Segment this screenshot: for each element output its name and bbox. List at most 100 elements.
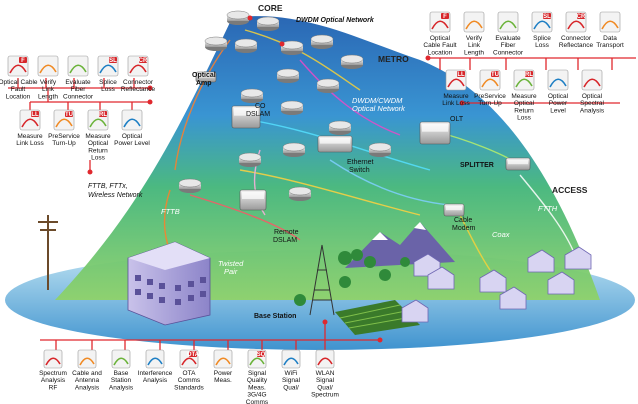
fiber-connector-icon [497, 11, 519, 33]
test-label: Signal [248, 370, 267, 377]
label-ftt-1: FTTB, FTTx, [88, 183, 128, 190]
connector-dot [147, 99, 153, 105]
label-dwdm-top: DWDM Optical Network [296, 17, 375, 24]
router-device [234, 38, 258, 53]
link-length-icon [463, 11, 485, 33]
test-label: Analysis [109, 384, 134, 391]
zone-metro: METRO [378, 54, 409, 64]
test-label: Length [464, 49, 484, 56]
test-label: Evaluate [495, 35, 521, 42]
label-ethernet-1: Ethernet [347, 159, 374, 166]
label-remote-2: DSLAM [273, 237, 297, 244]
test-badge: LL [31, 112, 39, 118]
label-optical-amp-2: Amp [196, 80, 212, 87]
test-label: Signal [316, 377, 335, 384]
test-label: Length [38, 93, 58, 100]
power-level-icon [121, 109, 143, 131]
return-loss-icon: RL [513, 69, 535, 91]
test-label: Meas. [214, 377, 232, 384]
test-label: Measure [511, 93, 537, 100]
test-label: Optical [122, 133, 143, 140]
test-badge: OTA [187, 352, 200, 358]
ota-icon: OTA [179, 349, 200, 369]
test-label: Cable and [72, 370, 102, 377]
test-label: Location [428, 49, 453, 56]
turn-up-icon: TU [479, 69, 501, 91]
switch-device [443, 203, 465, 217]
test-label: 3G/4G [247, 392, 266, 399]
connector-dot [322, 319, 328, 325]
test-badge: TU [491, 72, 499, 78]
test-label: Measure [443, 93, 469, 100]
fault-location-icon: F [429, 11, 451, 33]
label-twisted-2: Pair [224, 267, 238, 276]
test-label: Loss [91, 155, 105, 162]
label-splitter: SPLITTER [460, 162, 494, 169]
test-label: Splice [99, 79, 117, 86]
router-device [226, 10, 250, 25]
test-label: WiFi [285, 370, 298, 377]
test-badge: SL [109, 58, 117, 64]
label-twisted-1: Twisted [218, 259, 244, 268]
router-device [280, 100, 304, 115]
router-device [178, 178, 202, 193]
test-badge: F [443, 14, 447, 20]
connector-dot [425, 55, 431, 61]
label-ethernet-2: Switch [349, 167, 370, 174]
label-base-station: Base Station [254, 313, 296, 320]
test-label: Reflectance [559, 42, 594, 49]
label-co-1: CO [255, 103, 266, 110]
base-station-icon [111, 349, 131, 369]
test-label: Spectrum [311, 392, 339, 399]
connector-dots [87, 15, 465, 343]
cell-tower [309, 244, 335, 316]
connector-dot [247, 15, 253, 21]
test-label: Data [603, 35, 617, 42]
splice-loss-icon: SL [97, 55, 119, 77]
test-label: PreService [474, 93, 506, 100]
router-device [316, 78, 340, 93]
test-label: Standards [174, 384, 204, 391]
test-label: Power [549, 100, 568, 107]
test-label: Link [468, 42, 481, 49]
test-label: Link Loss [442, 100, 470, 107]
test-badge: TU [65, 112, 73, 118]
turn-up-icon: TU [53, 109, 75, 131]
test-label: Fault [11, 86, 26, 93]
router-device [340, 54, 364, 69]
switch-device [317, 135, 353, 153]
test-label: Fiber [501, 42, 517, 49]
router-device [276, 68, 300, 83]
test-label: Optical [548, 93, 569, 100]
connector-dot [147, 85, 153, 91]
